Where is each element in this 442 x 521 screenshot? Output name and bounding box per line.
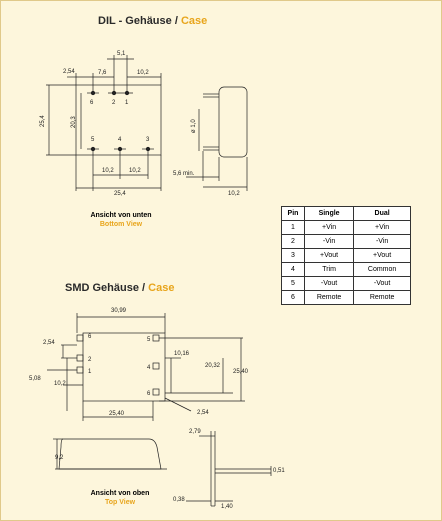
dim-10-2-side: 10,2 [228, 191, 240, 197]
dil-title-en: Case [180, 15, 208, 27]
pin-table-header: Pin Single Dual [281, 206, 411, 221]
table-row: 3 +Vout +Vout [281, 248, 411, 263]
dil-body-side [218, 86, 248, 158]
cell-dual: Common [353, 262, 411, 277]
dil-caption-en: Bottom View [99, 221, 143, 228]
dim-2-79: 2,79 [189, 429, 201, 435]
dim-10-16: 10,16 [174, 351, 190, 357]
dim-10-2-b1: 10,2 [102, 168, 114, 174]
table-row: 5 -Vout -Vout [281, 276, 411, 291]
dim-10-2-smd: 10,2 [54, 381, 66, 387]
smd-caption: Ansicht von oben Top View [60, 489, 180, 507]
dim-20-32: 20,32 [205, 363, 221, 369]
smd-title-en: Case [148, 282, 175, 294]
dim-7-6: 7,6 [98, 70, 107, 76]
smd-pin-1: 1 [88, 369, 92, 375]
cell-dual: -Vin [353, 234, 411, 249]
cell-single: -Vout [303, 276, 355, 291]
dim-25-40-h: 25,40 [109, 411, 125, 417]
smd-body-side [58, 438, 162, 470]
cell-dual: +Vout [353, 248, 411, 263]
smd-pin-4: 4 [147, 365, 151, 371]
dil-title-de: DIL - Gehäuse / [98, 15, 178, 27]
dil-caption: Ansicht von unten Bottom View [61, 211, 181, 229]
cell-single: +Vin [303, 220, 355, 235]
cell-single: -Vin [303, 234, 355, 249]
dim-0-51: 0,51 [273, 468, 285, 474]
smd-caption-en: Top View [104, 499, 136, 506]
dim-10-2-b2: 10,2 [129, 168, 141, 174]
smd-pin-6-left: 6 [88, 334, 92, 340]
table-row: 6 Remote Remote [281, 290, 411, 305]
col-dual: Dual [353, 206, 411, 221]
smd-title-de: SMD Gehäuse / [65, 282, 146, 294]
dim-dia-1-0: ø 1,0 [191, 119, 197, 133]
table-row: 2 -Vin -Vin [281, 234, 411, 249]
cell-pin: 2 [281, 234, 305, 249]
smd-pin-2: 2 [88, 357, 92, 363]
cell-pin: 4 [281, 262, 305, 277]
dim-20-3: 20,3 [71, 116, 77, 128]
dim-5-1: 5,1 [117, 51, 126, 57]
dil-pin-2: 2 [112, 100, 116, 106]
dim-0-38: 0,38 [173, 497, 185, 503]
smd-caption-de: Ansicht von oben [90, 490, 150, 497]
cell-dual: +Vin [353, 220, 411, 235]
dil-pin-6: 6 [90, 100, 94, 106]
smd-title: SMD Gehäuse / Case [65, 282, 174, 294]
dim-25-4-v: 25,4 [40, 115, 46, 127]
table-row: 1 +Vin +Vin [281, 220, 411, 235]
cell-single: Trim [303, 262, 355, 277]
cell-single: +Vout [303, 248, 355, 263]
cell-pin: 3 [281, 248, 305, 263]
dim-30-99: 30,99 [111, 308, 127, 314]
dil-title: DIL - Gehäuse / Case [98, 15, 207, 27]
dil-pin-5: 5 [91, 137, 95, 143]
dim-2-54-dil: 2,54 [63, 69, 75, 75]
cell-pin: 5 [281, 276, 305, 291]
dil-pin-4: 4 [118, 137, 122, 143]
cell-dual: Remote [353, 290, 411, 305]
cell-pin: 6 [281, 290, 305, 305]
dim-5-08: 5,08 [29, 376, 41, 382]
dim-10-2-top: 10,2 [137, 70, 149, 76]
dim-2-54-left: 2,54 [43, 340, 55, 346]
smd-pin-6-right: 6 [147, 391, 151, 397]
dil-pin-1: 1 [125, 100, 129, 106]
dim-25-4-h: 25,4 [114, 191, 126, 197]
pin-table: Pin Single Dual 1 +Vin +Vin 2 -Vin -Vin … [281, 206, 411, 305]
col-pin: Pin [281, 206, 305, 221]
dim-25-40-v: 25,40 [233, 369, 249, 375]
cell-pin: 1 [281, 220, 305, 235]
smd-pin-5: 5 [147, 337, 151, 343]
cell-dual: -Vout [353, 276, 411, 291]
dim-5-6-min: 5,6 min. [173, 171, 195, 177]
table-row: 4 Trim Common [281, 262, 411, 277]
dil-body-bottom [75, 84, 162, 156]
cell-single: Remote [303, 290, 355, 305]
dim-9-2: 9,2 [55, 455, 64, 461]
dil-pin-3: 3 [146, 137, 150, 143]
dim-2-54-right: 2,54 [197, 410, 209, 416]
col-single: Single [303, 206, 355, 221]
dim-1-40: 1,40 [221, 504, 233, 510]
dil-caption-de: Ansicht von unten [90, 212, 152, 219]
